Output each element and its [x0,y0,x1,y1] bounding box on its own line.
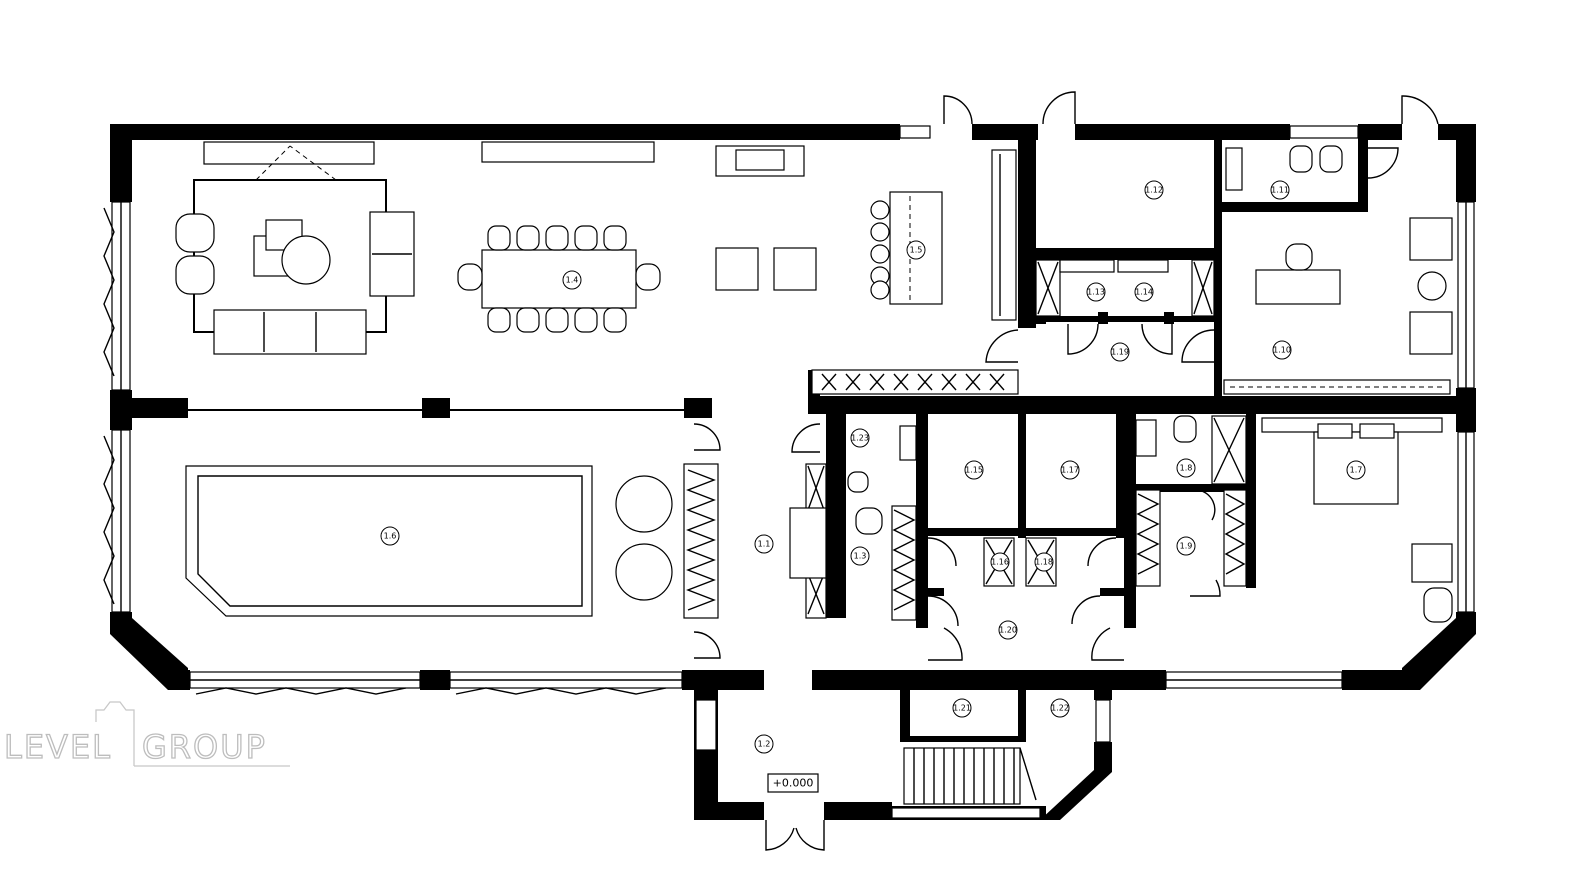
room-tag-1-15: 1.15 [964,460,984,480]
svg-text:1.6: 1.6 [384,532,397,541]
stairs [903,747,1037,805]
svg-text:1.7: 1.7 [1350,466,1363,475]
office-bedroom-furniture [1223,217,1453,623]
level-mark-text: +0.000 [773,777,814,790]
svg-text:1.23: 1.23 [851,434,869,443]
svg-text:1.16: 1.16 [991,558,1009,567]
svg-text:1.21: 1.21 [953,704,971,713]
room-tag-1-10: 1.10 [1272,340,1292,360]
room-tag-1-17: 1.17 [1060,460,1080,480]
living-furniture [175,141,1019,395]
windows [103,125,1475,819]
room-tag-1-5: 1.5 [906,240,926,260]
svg-text:1.4: 1.4 [566,276,579,285]
level-mark: +0.000 [767,773,819,793]
svg-text:1.22: 1.22 [1051,704,1069,713]
svg-text:1.15: 1.15 [965,466,983,475]
svg-text:1.19: 1.19 [1111,348,1129,357]
room-tag-1-1: 1.1 [754,534,774,554]
room-tag-1-7: 1.7 [1346,460,1366,480]
svg-text:1.17: 1.17 [1061,466,1079,475]
room-tag-1-13: 1.13 [1086,282,1106,302]
room-tag-1-8: 1.8 [1176,458,1196,478]
room-tag-1-12: 1.12 [1144,180,1164,200]
svg-text:1.20: 1.20 [999,626,1017,635]
exterior-walls [110,124,1476,820]
room-tag-1-14: 1.14 [1134,282,1154,302]
hall-furniture [789,145,1343,621]
svg-text:1.11: 1.11 [1271,186,1289,195]
svg-text:1.9: 1.9 [1180,542,1193,551]
room-tag-1-11: 1.11 [1270,180,1290,200]
room-tag-1-22: 1.22 [1050,698,1070,718]
room-tag-1-16: 1.16 [990,552,1010,572]
svg-text:1.5: 1.5 [910,246,923,255]
room-tag-1-23: 1.23 [850,428,870,448]
room-tag-1-4: 1.4 [562,270,582,290]
svg-text:1.12: 1.12 [1145,186,1163,195]
room-tag-1-9: 1.9 [1176,536,1196,556]
svg-text:1.2: 1.2 [758,740,771,749]
svg-text:1.8: 1.8 [1180,464,1193,473]
svg-text:1.14: 1.14 [1135,288,1153,297]
logo-building-outline [95,701,290,767]
svg-text:1.1: 1.1 [758,540,771,549]
room-tag-1-19: 1.19 [1110,342,1130,362]
interior-walls [110,140,1456,742]
room-tag-1-20: 1.20 [998,620,1018,640]
logo-text-group: GROUP [141,727,267,766]
room-tag-1-18: 1.18 [1034,552,1054,572]
logo-text-level: LEVEL [3,727,112,766]
svg-text:1.3: 1.3 [854,552,867,561]
doors [693,91,1439,851]
svg-text:1.18: 1.18 [1035,558,1053,567]
svg-text:1.13: 1.13 [1087,288,1105,297]
pool [185,463,719,619]
room-tag-1-3: 1.3 [850,546,870,566]
room-tag-1-21: 1.21 [952,698,972,718]
room-tag-1-6: 1.6 [380,526,400,546]
svg-text:1.10: 1.10 [1273,346,1291,355]
room-tag-1-2: 1.2 [754,734,774,754]
